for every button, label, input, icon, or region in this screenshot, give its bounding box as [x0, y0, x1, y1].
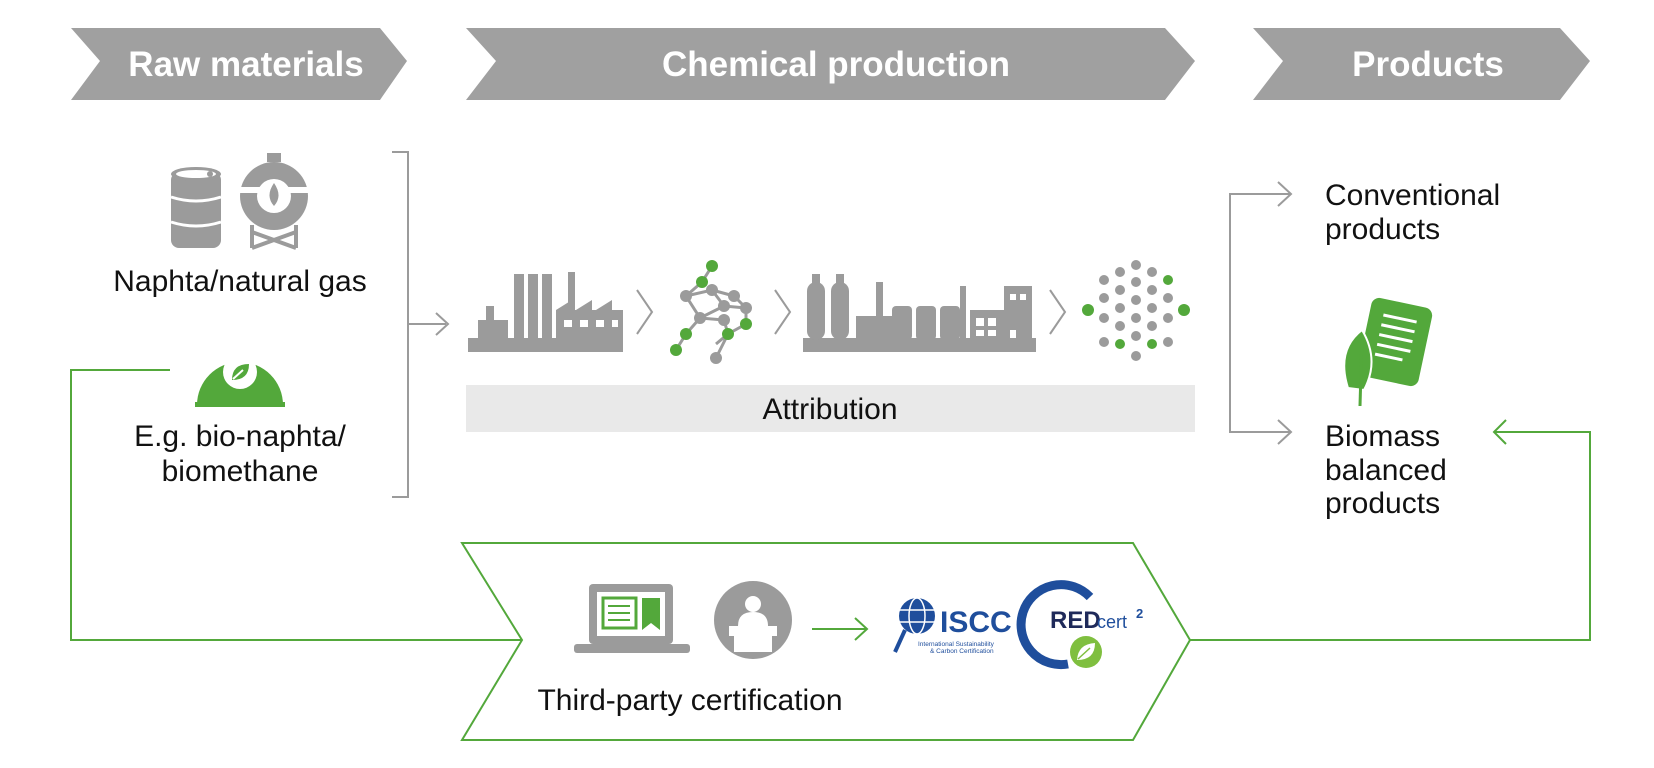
header-raw-materials-label: Raw materials — [128, 45, 363, 84]
particle-cluster-icon — [1082, 260, 1190, 361]
redcert-red-text: RED — [1050, 607, 1101, 634]
biomass-products-label-line3: products — [1325, 487, 1440, 520]
conventional-products-label-line1: Conventional — [1325, 179, 1500, 212]
redcert-cert-text: cert — [1097, 612, 1127, 632]
raw-materials-bracket — [392, 151, 450, 498]
header-products-label: Products — [1352, 45, 1504, 84]
certification-flow-lines — [70, 369, 1591, 641]
redcert-logo: RED cert 2 — [1016, 580, 1143, 670]
leaf-certificate-icon — [1343, 297, 1433, 407]
products-split-arrows — [1229, 181, 1293, 445]
laptop-document-icon — [574, 584, 690, 653]
refinery-plant-icon — [803, 274, 1036, 352]
bio-tank-icon — [195, 355, 285, 407]
fossil-feedstock-label: Naphta/natural gas — [113, 265, 367, 298]
oil-barrel-icon — [170, 167, 222, 248]
header-chemical-production: Chemical production — [466, 28, 1195, 100]
gas-tank-icon — [240, 153, 308, 250]
process-chevron-1 — [636, 289, 654, 335]
header-raw-materials: Raw materials — [71, 28, 407, 100]
auditor-icon — [714, 581, 792, 659]
process-chevron-3 — [1049, 289, 1067, 335]
certification-arrow — [812, 617, 869, 641]
header-products: Products — [1253, 28, 1590, 100]
factory-icon — [468, 272, 623, 352]
attribution-bar: Attribution — [466, 385, 1195, 432]
header-chemical-production-label: Chemical production — [662, 45, 1010, 84]
biomass-products-label-line1: Biomass — [1325, 420, 1440, 453]
redcert-sup-text: 2 — [1136, 606, 1143, 621]
process-chevron-2 — [774, 289, 792, 335]
iscc-logo-sub-line1: International Sustainability — [918, 641, 995, 648]
attribution-label: Attribution — [762, 393, 897, 426]
molecule-network-icon — [670, 260, 752, 364]
conventional-products-label-line2: products — [1325, 213, 1440, 246]
iscc-logo-text: ISCC — [940, 606, 1012, 639]
iscc-logo-sub-line2: & Carbon Certification — [930, 648, 994, 655]
bio-feedstock-label-line2: biomethane — [162, 455, 319, 488]
certification-label: Third-party certification — [537, 684, 842, 717]
biomass-products-label-line2: balanced — [1325, 454, 1447, 487]
bio-feedstock-label-line1: E.g. bio-naphta/ — [134, 420, 346, 453]
iscc-logo: ISCC International Sustainability & Carb… — [893, 597, 1012, 655]
